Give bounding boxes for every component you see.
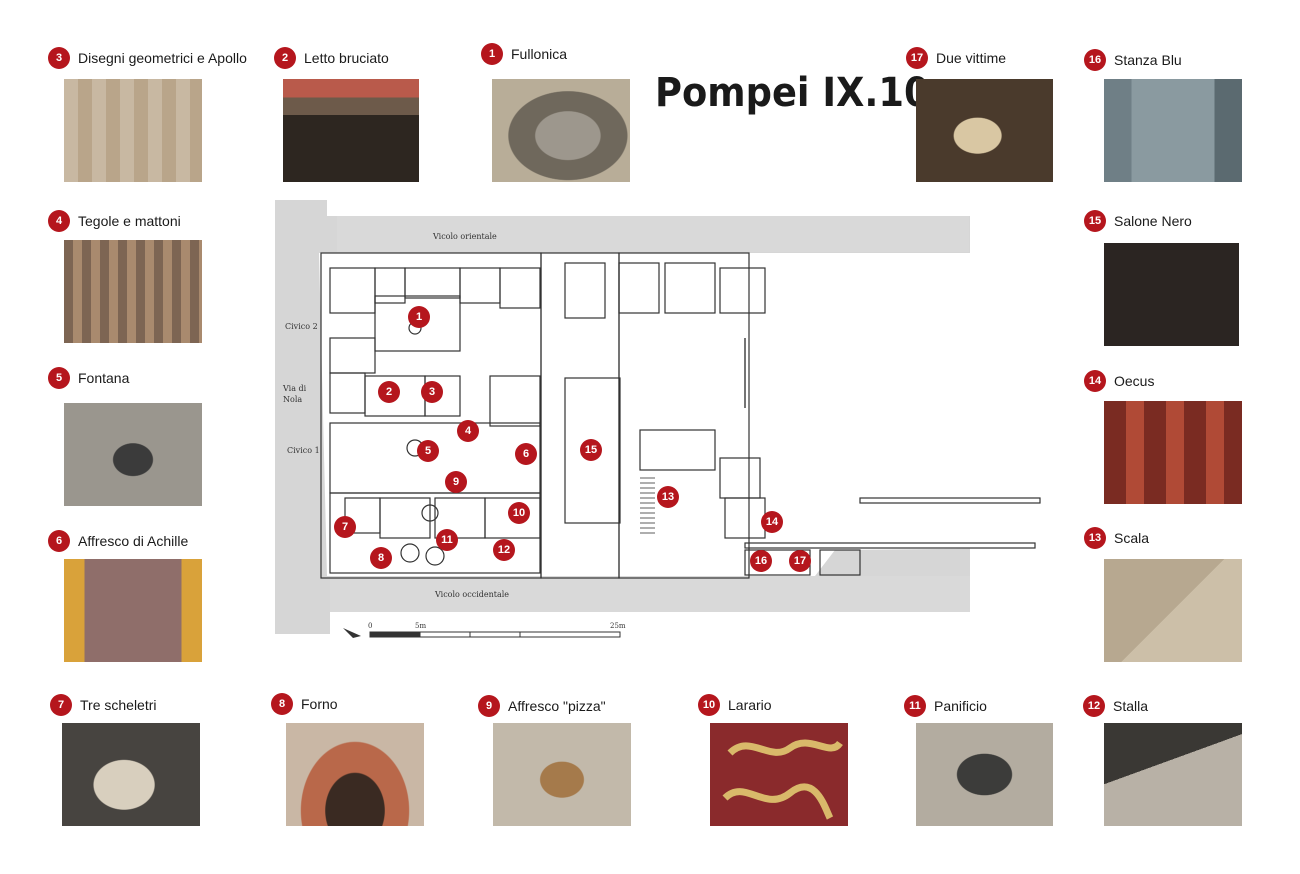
map-marker[interactable]: 13	[657, 486, 679, 508]
number-badge: 13	[1084, 527, 1106, 549]
number-badge: 6	[48, 530, 70, 552]
map-marker[interactable]: 15	[580, 439, 602, 461]
map-marker[interactable]: 4	[457, 420, 479, 442]
card-1: 1 Fullonica	[481, 42, 567, 66]
page-title: Pompei IX.10	[655, 70, 930, 116]
map-marker[interactable]: 16	[750, 550, 772, 572]
number-badge: 8	[271, 693, 293, 715]
map-marker[interactable]: 17	[789, 550, 811, 572]
scale-5m: 5m	[415, 622, 427, 630]
via-label-1: Via di	[283, 384, 307, 393]
photo-pizza-fresco	[493, 723, 631, 826]
card-8: 8 Forno	[271, 692, 338, 716]
civico-2-label: Civico 2	[285, 322, 318, 331]
number-badge: 14	[1084, 370, 1106, 392]
photo-geometric-apollo	[64, 79, 202, 182]
map-marker[interactable]: 3	[421, 381, 443, 403]
scale-25m: 25m	[610, 622, 626, 630]
site-plan: Vicolo orientale Vicolo occidentale Civi…	[275, 198, 1055, 646]
number-badge: 2	[274, 47, 296, 69]
card-5: 5 Fontana	[48, 366, 129, 390]
map-marker[interactable]: 6	[515, 443, 537, 465]
card-6: 6 Affresco di Achille	[48, 529, 188, 553]
card-label: Larario	[728, 697, 772, 713]
card-10: 10 Larario	[698, 693, 772, 717]
card-label: Affresco "pizza"	[508, 698, 606, 714]
photo-stable	[1104, 723, 1242, 826]
card-label: Due vittime	[936, 50, 1007, 66]
map-marker[interactable]: 12	[493, 539, 515, 561]
card-2: 2 Letto bruciato	[274, 46, 389, 70]
site-plan-drawing	[275, 200, 1041, 638]
card-label: Scala	[1114, 530, 1150, 546]
photo-fullonica	[492, 79, 630, 182]
card-17: 17 Due vittime	[906, 46, 1006, 70]
photo-black-hall	[1104, 243, 1239, 346]
photo-achilles-fresco	[64, 559, 202, 662]
north-arrow-icon	[343, 628, 361, 638]
map-marker[interactable]: 1	[408, 306, 430, 328]
card-label: Oecus	[1114, 373, 1155, 389]
number-badge: 5	[48, 367, 70, 389]
card-label: Fullonica	[511, 46, 568, 62]
map-marker[interactable]: 10	[508, 502, 530, 524]
number-badge: 16	[1084, 49, 1106, 71]
card-label: Disegni geometrici e Apollo	[78, 50, 247, 66]
photo-lararium	[710, 723, 848, 826]
number-badge: 15	[1084, 210, 1106, 232]
photo-blue-room	[1104, 79, 1242, 182]
number-badge: 11	[904, 695, 926, 717]
street-label-south: Vicolo occidentale	[435, 590, 510, 599]
photo-three-skeletons	[62, 723, 200, 826]
photo-staircase	[1104, 559, 1242, 662]
card-14: 14 Oecus	[1084, 369, 1154, 393]
number-badge: 3	[48, 47, 70, 69]
photo-oecus	[1104, 401, 1242, 504]
photo-burnt-bed	[283, 79, 419, 182]
card-16: 16 Stanza Blu	[1084, 48, 1182, 72]
card-11: 11 Panificio	[904, 694, 987, 718]
street-label-north: Vicolo orientale	[433, 232, 497, 241]
map-marker[interactable]: 5	[417, 440, 439, 462]
number-badge: 12	[1083, 695, 1105, 717]
number-badge: 10	[698, 694, 720, 716]
card-label: Salone Nero	[1114, 213, 1192, 229]
card-label: Fontana	[78, 370, 130, 386]
card-9: 9 Affresco "pizza"	[478, 694, 606, 718]
photo-bakery	[916, 723, 1053, 826]
map-marker[interactable]: 14	[761, 511, 783, 533]
map-marker[interactable]: 11	[436, 529, 458, 551]
card-label: Letto bruciato	[304, 50, 389, 66]
card-label: Tegole e mattoni	[78, 213, 181, 229]
map-marker[interactable]: 7	[334, 516, 356, 538]
card-4: 4 Tegole e mattoni	[48, 209, 181, 233]
civico-1-label: Civico 1	[287, 446, 320, 455]
number-badge: 7	[50, 694, 72, 716]
number-badge: 17	[906, 47, 928, 69]
card-label: Forno	[301, 696, 338, 712]
card-label: Panificio	[934, 698, 987, 714]
map-marker[interactable]: 8	[370, 547, 392, 569]
card-7: 7 Tre scheletri	[50, 693, 157, 717]
map-marker[interactable]: 9	[445, 471, 467, 493]
card-3: 3 Disegni geometrici e Apollo	[48, 46, 247, 70]
map-marker[interactable]: 2	[378, 381, 400, 403]
number-badge: 4	[48, 210, 70, 232]
card-label: Tre scheletri	[80, 697, 157, 713]
card-label: Stanza Blu	[1114, 52, 1182, 68]
golden-snake-icon	[722, 739, 843, 820]
card-label: Affresco di Achille	[78, 533, 189, 549]
photo-tiles-bricks	[64, 240, 202, 343]
card-12: 12 Stalla	[1083, 694, 1148, 718]
card-15: 15 Salone Nero	[1084, 209, 1192, 233]
number-badge: 9	[478, 695, 500, 717]
card-label: Stalla	[1113, 698, 1149, 714]
number-badge: 1	[481, 43, 503, 65]
via-label-2: Nola	[283, 395, 303, 404]
photo-fountain	[64, 403, 202, 506]
scale-0: 0	[368, 622, 373, 630]
photo-oven	[286, 723, 424, 826]
photo-two-victims	[916, 79, 1053, 182]
card-13: 13 Scala	[1084, 526, 1149, 550]
